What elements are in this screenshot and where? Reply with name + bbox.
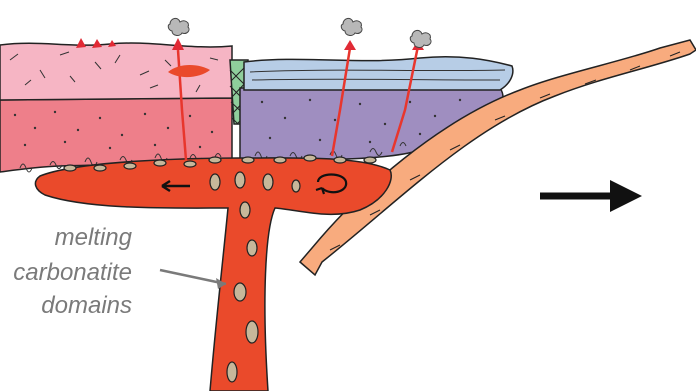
volcanic-plume-icon (168, 18, 431, 47)
annotation-label: melting carbonatite domains (13, 224, 226, 319)
annotation-line-2: carbonatite (13, 259, 132, 286)
annotation-line-3: domains (41, 292, 132, 319)
left-volcano-marker (172, 38, 184, 50)
right-crust (244, 57, 513, 90)
left-lithosphere-block (0, 38, 232, 172)
annotation-pointer (160, 270, 226, 284)
right-lithosphere-block (240, 57, 513, 160)
right-volcano-marker-1 (344, 40, 356, 50)
plate-motion-arrow-icon (540, 180, 642, 212)
crust-spikes (76, 38, 116, 48)
annotation-line-1: melting (55, 224, 133, 251)
